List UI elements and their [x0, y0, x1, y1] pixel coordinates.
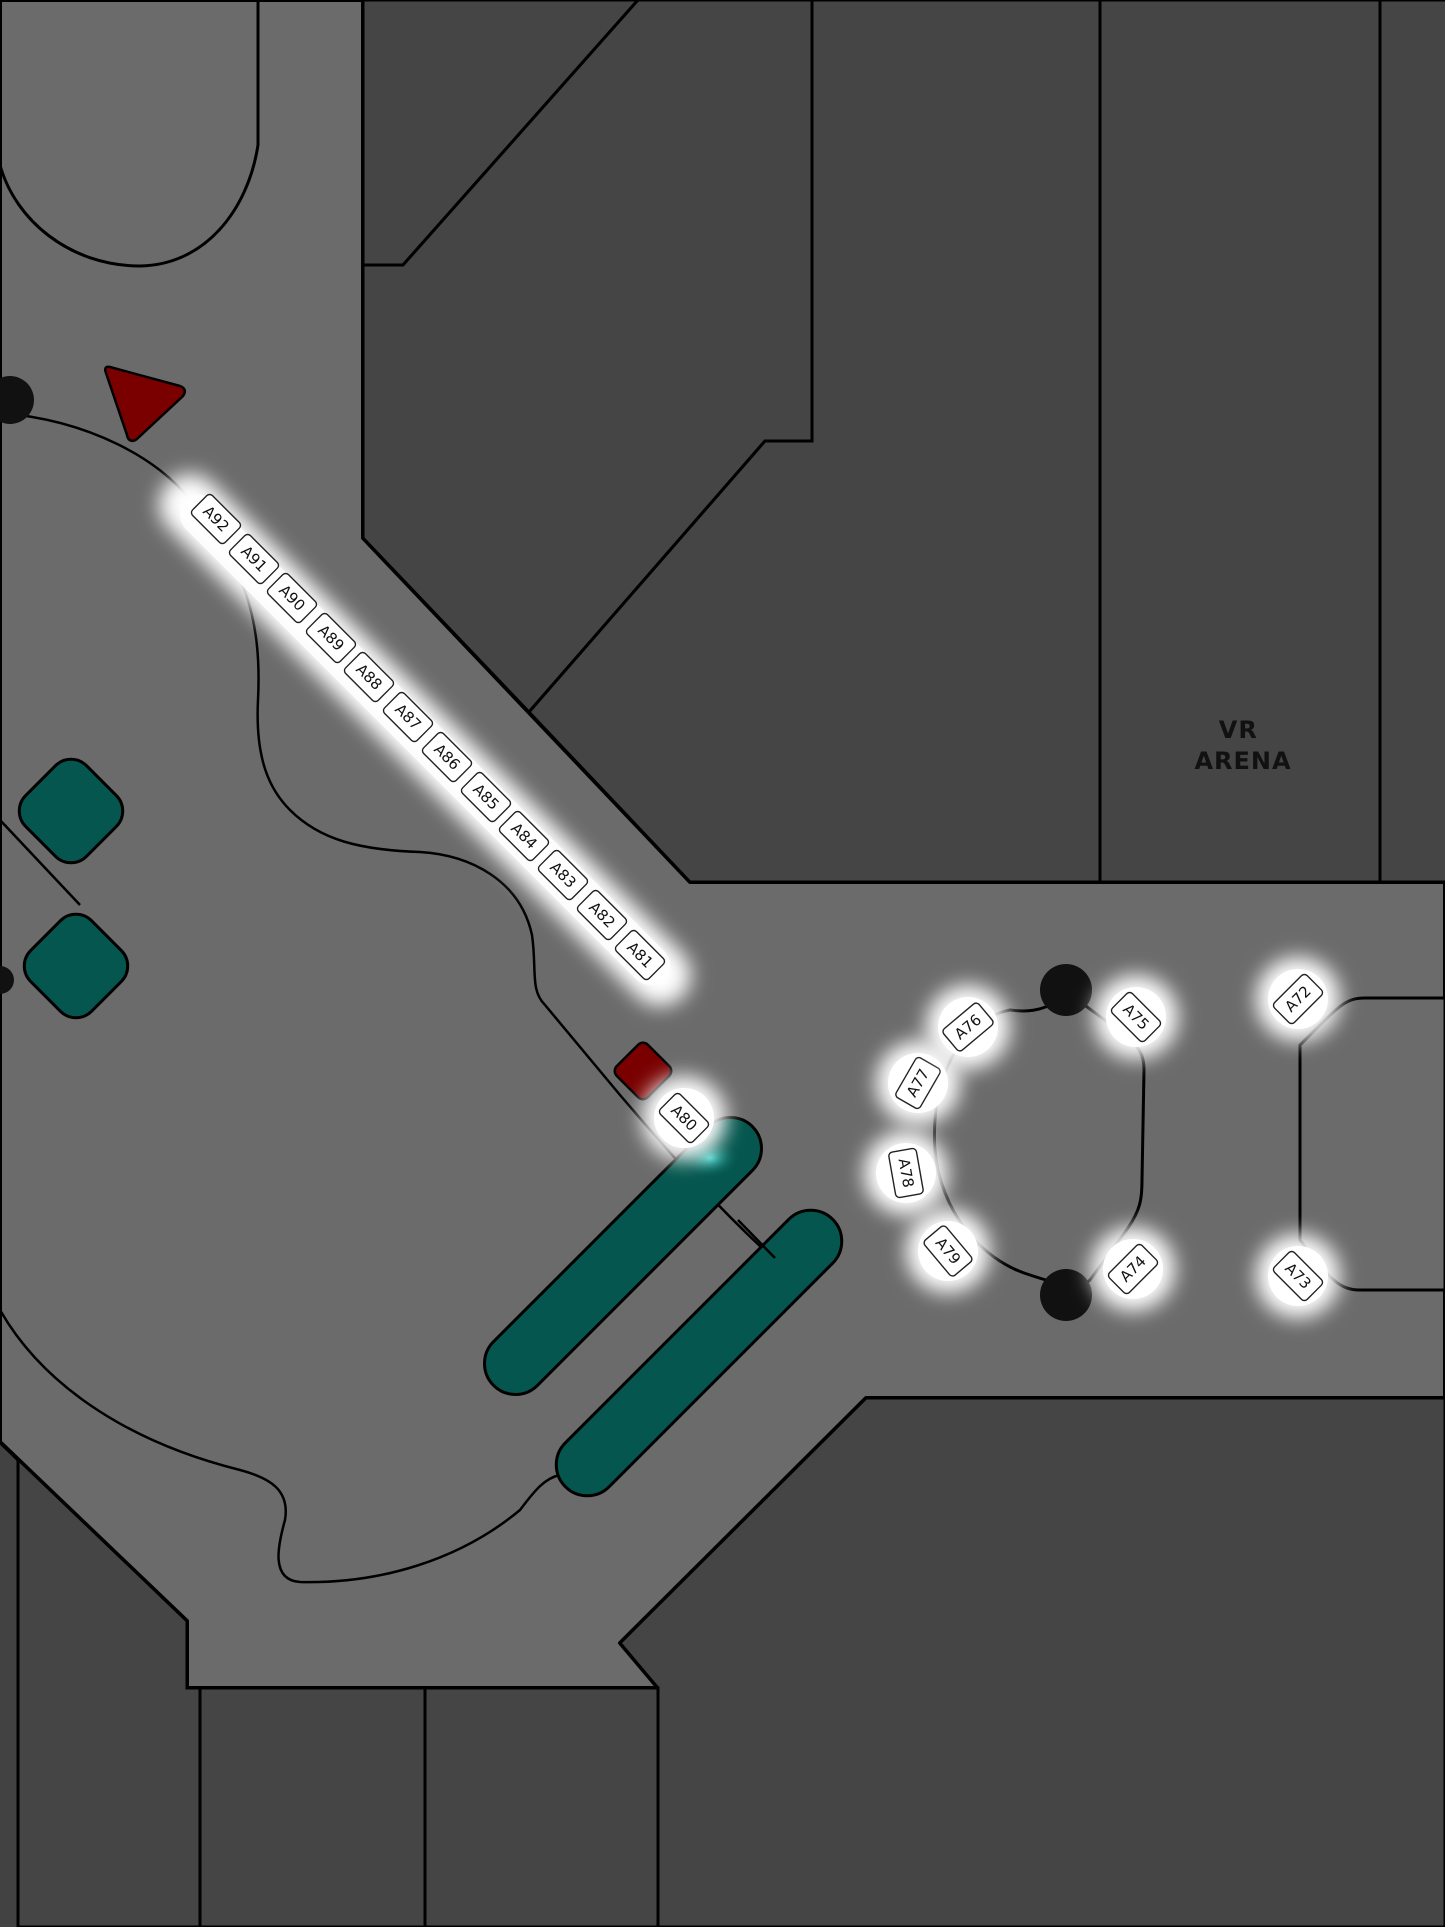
pillar-icon: [0, 376, 34, 424]
pillar-icon: [0, 966, 14, 994]
booth-box: [895, 1056, 941, 1110]
booths-layer: A92A91A90A89A88A87A86A85A84A83A82A81A80A…: [190, 493, 1340, 1318]
zone-label-vr-arena: VR ARENA: [1194, 716, 1291, 775]
booth-box: [1110, 991, 1162, 1043]
booth-box: [228, 533, 280, 585]
pillar-icon: [1040, 964, 1092, 1016]
block-lower-right: [617, 1396, 1445, 1927]
booth-box: [1107, 1243, 1159, 1295]
booth-box: [343, 651, 395, 703]
booth-box: [888, 1147, 924, 1199]
kiosk-long-lower[interactable]: [543, 1197, 854, 1508]
booth-a81[interactable]: A81: [614, 929, 666, 981]
booth-box: [498, 810, 550, 862]
pillar-icon: [1040, 1269, 1092, 1321]
zone-label-line-1: VR: [1219, 716, 1258, 744]
block-right-edge: [1378, 0, 1445, 884]
kiosk-diamond-lower[interactable]: [15, 905, 137, 1027]
booth-box: [614, 929, 666, 981]
booth-box: [382, 691, 434, 743]
booth-a83[interactable]: A83: [537, 849, 589, 901]
block-lower-center-left: [198, 1686, 427, 1927]
booth-label: A78: [895, 1157, 918, 1189]
booth-box: [305, 612, 357, 664]
kiosk-diamond-upper[interactable]: [10, 750, 132, 872]
booth-box: [923, 1225, 973, 1277]
booth-box: [1272, 973, 1324, 1025]
booth-a77[interactable]: A77: [894, 1056, 941, 1110]
booth-a92[interactable]: A92: [190, 493, 242, 545]
left-divider-line: [0, 819, 81, 906]
top-left-curve: [0, 0, 260, 268]
block-lower-center: [423, 1686, 660, 1927]
booth-box: [421, 731, 473, 783]
lounge-lower-outline: [0, 1309, 561, 1584]
zone-label-line-2: ARENA: [1194, 747, 1291, 775]
booth-a78[interactable]: A78: [888, 1147, 924, 1199]
red-triangle-icon[interactable]: [103, 365, 186, 443]
booth-a85[interactable]: A85: [460, 771, 512, 823]
kiosk-long-upper[interactable]: [472, 1105, 775, 1408]
booth-box: [942, 1002, 994, 1052]
booth-box: [537, 849, 589, 901]
booth-box: [576, 889, 628, 941]
kiosk-connector-line: [737, 1219, 776, 1259]
booth-box: [658, 1092, 710, 1144]
block-vr-arena: [1098, 0, 1382, 884]
booth-box: [460, 771, 512, 823]
booth-box: [190, 493, 242, 545]
booth-box: [266, 572, 318, 624]
booth-box: [1272, 1250, 1324, 1302]
